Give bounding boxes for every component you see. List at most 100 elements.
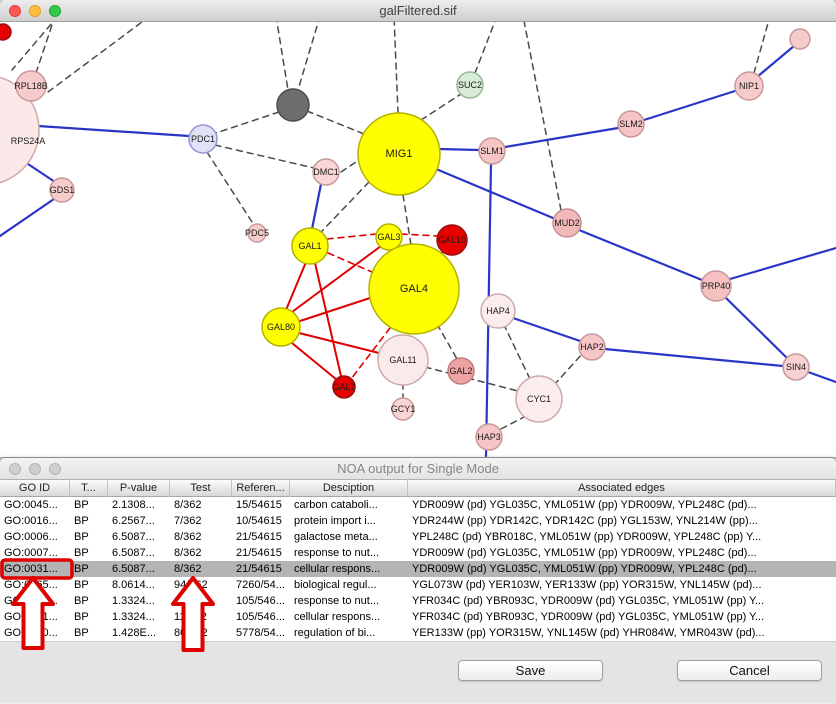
graph-edge[interactable] [642, 89, 737, 122]
column-header-t[interactable]: T... [70, 480, 108, 497]
graph-edge[interactable] [504, 326, 531, 380]
graph-edge[interactable] [498, 415, 527, 431]
graph-edge[interactable] [728, 246, 836, 281]
graph-edge[interactable] [350, 327, 391, 380]
minimize-button[interactable] [29, 5, 41, 17]
graph-edge[interactable] [503, 126, 620, 149]
graph-node-gal3[interactable]: GAL3 [375, 223, 403, 251]
graph-edge[interactable] [723, 295, 789, 360]
graph-edge[interactable] [285, 261, 307, 311]
column-header-referen[interactable]: Referen... [232, 480, 290, 497]
graph-edge[interactable] [436, 323, 458, 360]
graph-edge[interactable] [393, 22, 399, 114]
cancel-button[interactable]: Cancel [677, 660, 822, 681]
graph-node-gal4[interactable]: GAL4 [368, 243, 460, 335]
graph-edge[interactable] [291, 342, 338, 381]
column-header-go-id[interactable]: GO ID [0, 480, 70, 497]
column-header-associated-edges[interactable]: Associated edges [408, 480, 836, 497]
graph-edge[interactable] [553, 352, 584, 386]
graph-edge[interactable] [298, 332, 380, 354]
graph-node[interactable] [276, 88, 310, 122]
graph-node-pdc1[interactable]: PDC1 [188, 124, 218, 154]
graph-edge[interactable] [23, 160, 57, 184]
graph-node-gcy1[interactable]: GCY1 [391, 397, 416, 421]
graph-edge[interactable] [474, 22, 497, 74]
graph-edge[interactable] [511, 316, 582, 343]
graph-edge[interactable] [276, 22, 289, 91]
graph-node-mig1[interactable]: MIG1 [357, 112, 441, 196]
graph-edge[interactable] [420, 93, 462, 121]
graph-node-gal1[interactable]: GAL1 [291, 227, 329, 265]
graph-node-gal7[interactable]: GAL7 [332, 375, 356, 399]
graph-edge[interactable] [400, 233, 439, 237]
graph-edge[interactable] [299, 297, 371, 322]
graph-node-nip1[interactable]: NIP1 [734, 71, 764, 101]
graph-edge[interactable] [11, 22, 58, 71]
graph-edge[interactable] [806, 370, 836, 384]
graph-edge[interactable] [603, 347, 785, 368]
graph-edge[interactable] [314, 262, 342, 377]
graph-node-hap3[interactable]: HAP3 [475, 423, 503, 451]
graph-edge[interactable] [753, 22, 770, 74]
graph-node-rpl18b[interactable]: RPL18B [14, 70, 48, 102]
graph-edge[interactable] [215, 111, 280, 134]
graph-node-gal11[interactable]: GAL11 [377, 334, 429, 386]
graph-edge[interactable] [0, 197, 56, 238]
graph-edge[interactable] [577, 228, 704, 282]
graph-edge[interactable] [36, 124, 191, 138]
graph-edge[interactable] [291, 245, 382, 313]
graph-node-mud2[interactable]: MUD2 [552, 208, 582, 238]
graph-edge[interactable] [297, 22, 320, 91]
graph-edge[interactable] [310, 182, 323, 231]
graph-node-gds1[interactable]: GDS1 [49, 177, 75, 203]
graph-node-slm2[interactable]: SLM2 [617, 110, 645, 138]
graph-node-suc2[interactable]: SUC2 [456, 71, 484, 99]
graph-node[interactable] [789, 28, 811, 50]
graph-node[interactable] [0, 23, 12, 41]
graph-edge[interactable] [47, 22, 150, 93]
graph-edge[interactable] [327, 252, 373, 273]
close-button[interactable] [9, 5, 21, 17]
graph-node-hap4[interactable]: HAP4 [480, 293, 516, 329]
minimize-button[interactable] [29, 463, 41, 475]
graph-node-pdc5[interactable]: PDC5 [245, 223, 269, 243]
graph-node-cyc1[interactable]: CYC1 [515, 375, 563, 423]
graph-node-hap2[interactable]: HAP2 [578, 333, 606, 361]
graph-edge[interactable] [35, 22, 55, 74]
graph-edge[interactable] [437, 147, 481, 152]
column-header-p-value[interactable]: P-value [108, 480, 170, 497]
graph-edge[interactable] [321, 181, 370, 232]
column-header-test[interactable]: Test [170, 480, 232, 497]
column-header-desciption[interactable]: Desciption [290, 480, 408, 497]
graph-edge[interactable] [326, 233, 377, 240]
graph-edge[interactable] [214, 144, 315, 169]
graph-node-prp40[interactable]: PRP40 [700, 270, 732, 302]
graph-node-slm1[interactable]: SLM1 [478, 137, 506, 165]
graph-edge[interactable] [340, 159, 360, 173]
graph-edge[interactable] [402, 194, 412, 246]
graph-node-rps24a[interactable]: RPS24A [0, 75, 45, 185]
graph-edge[interactable] [755, 44, 796, 79]
zoom-button[interactable] [49, 463, 61, 475]
graph-edge[interactable] [206, 151, 255, 226]
save-button[interactable]: Save [458, 660, 603, 681]
graph-node-dmc1[interactable]: DMC1 [312, 158, 340, 186]
graph-node-gal2[interactable]: GAL2 [447, 357, 475, 385]
graph-edge[interactable] [434, 167, 555, 220]
graph-edge[interactable] [523, 22, 562, 211]
close-button[interactable] [9, 463, 21, 475]
graph-node-gal10[interactable]: GAL10 [436, 224, 468, 256]
graph-node-sin4[interactable]: SIN4 [782, 353, 810, 381]
zoom-button[interactable] [49, 5, 61, 17]
graph-node-gal80[interactable]: GAL80 [261, 307, 301, 347]
